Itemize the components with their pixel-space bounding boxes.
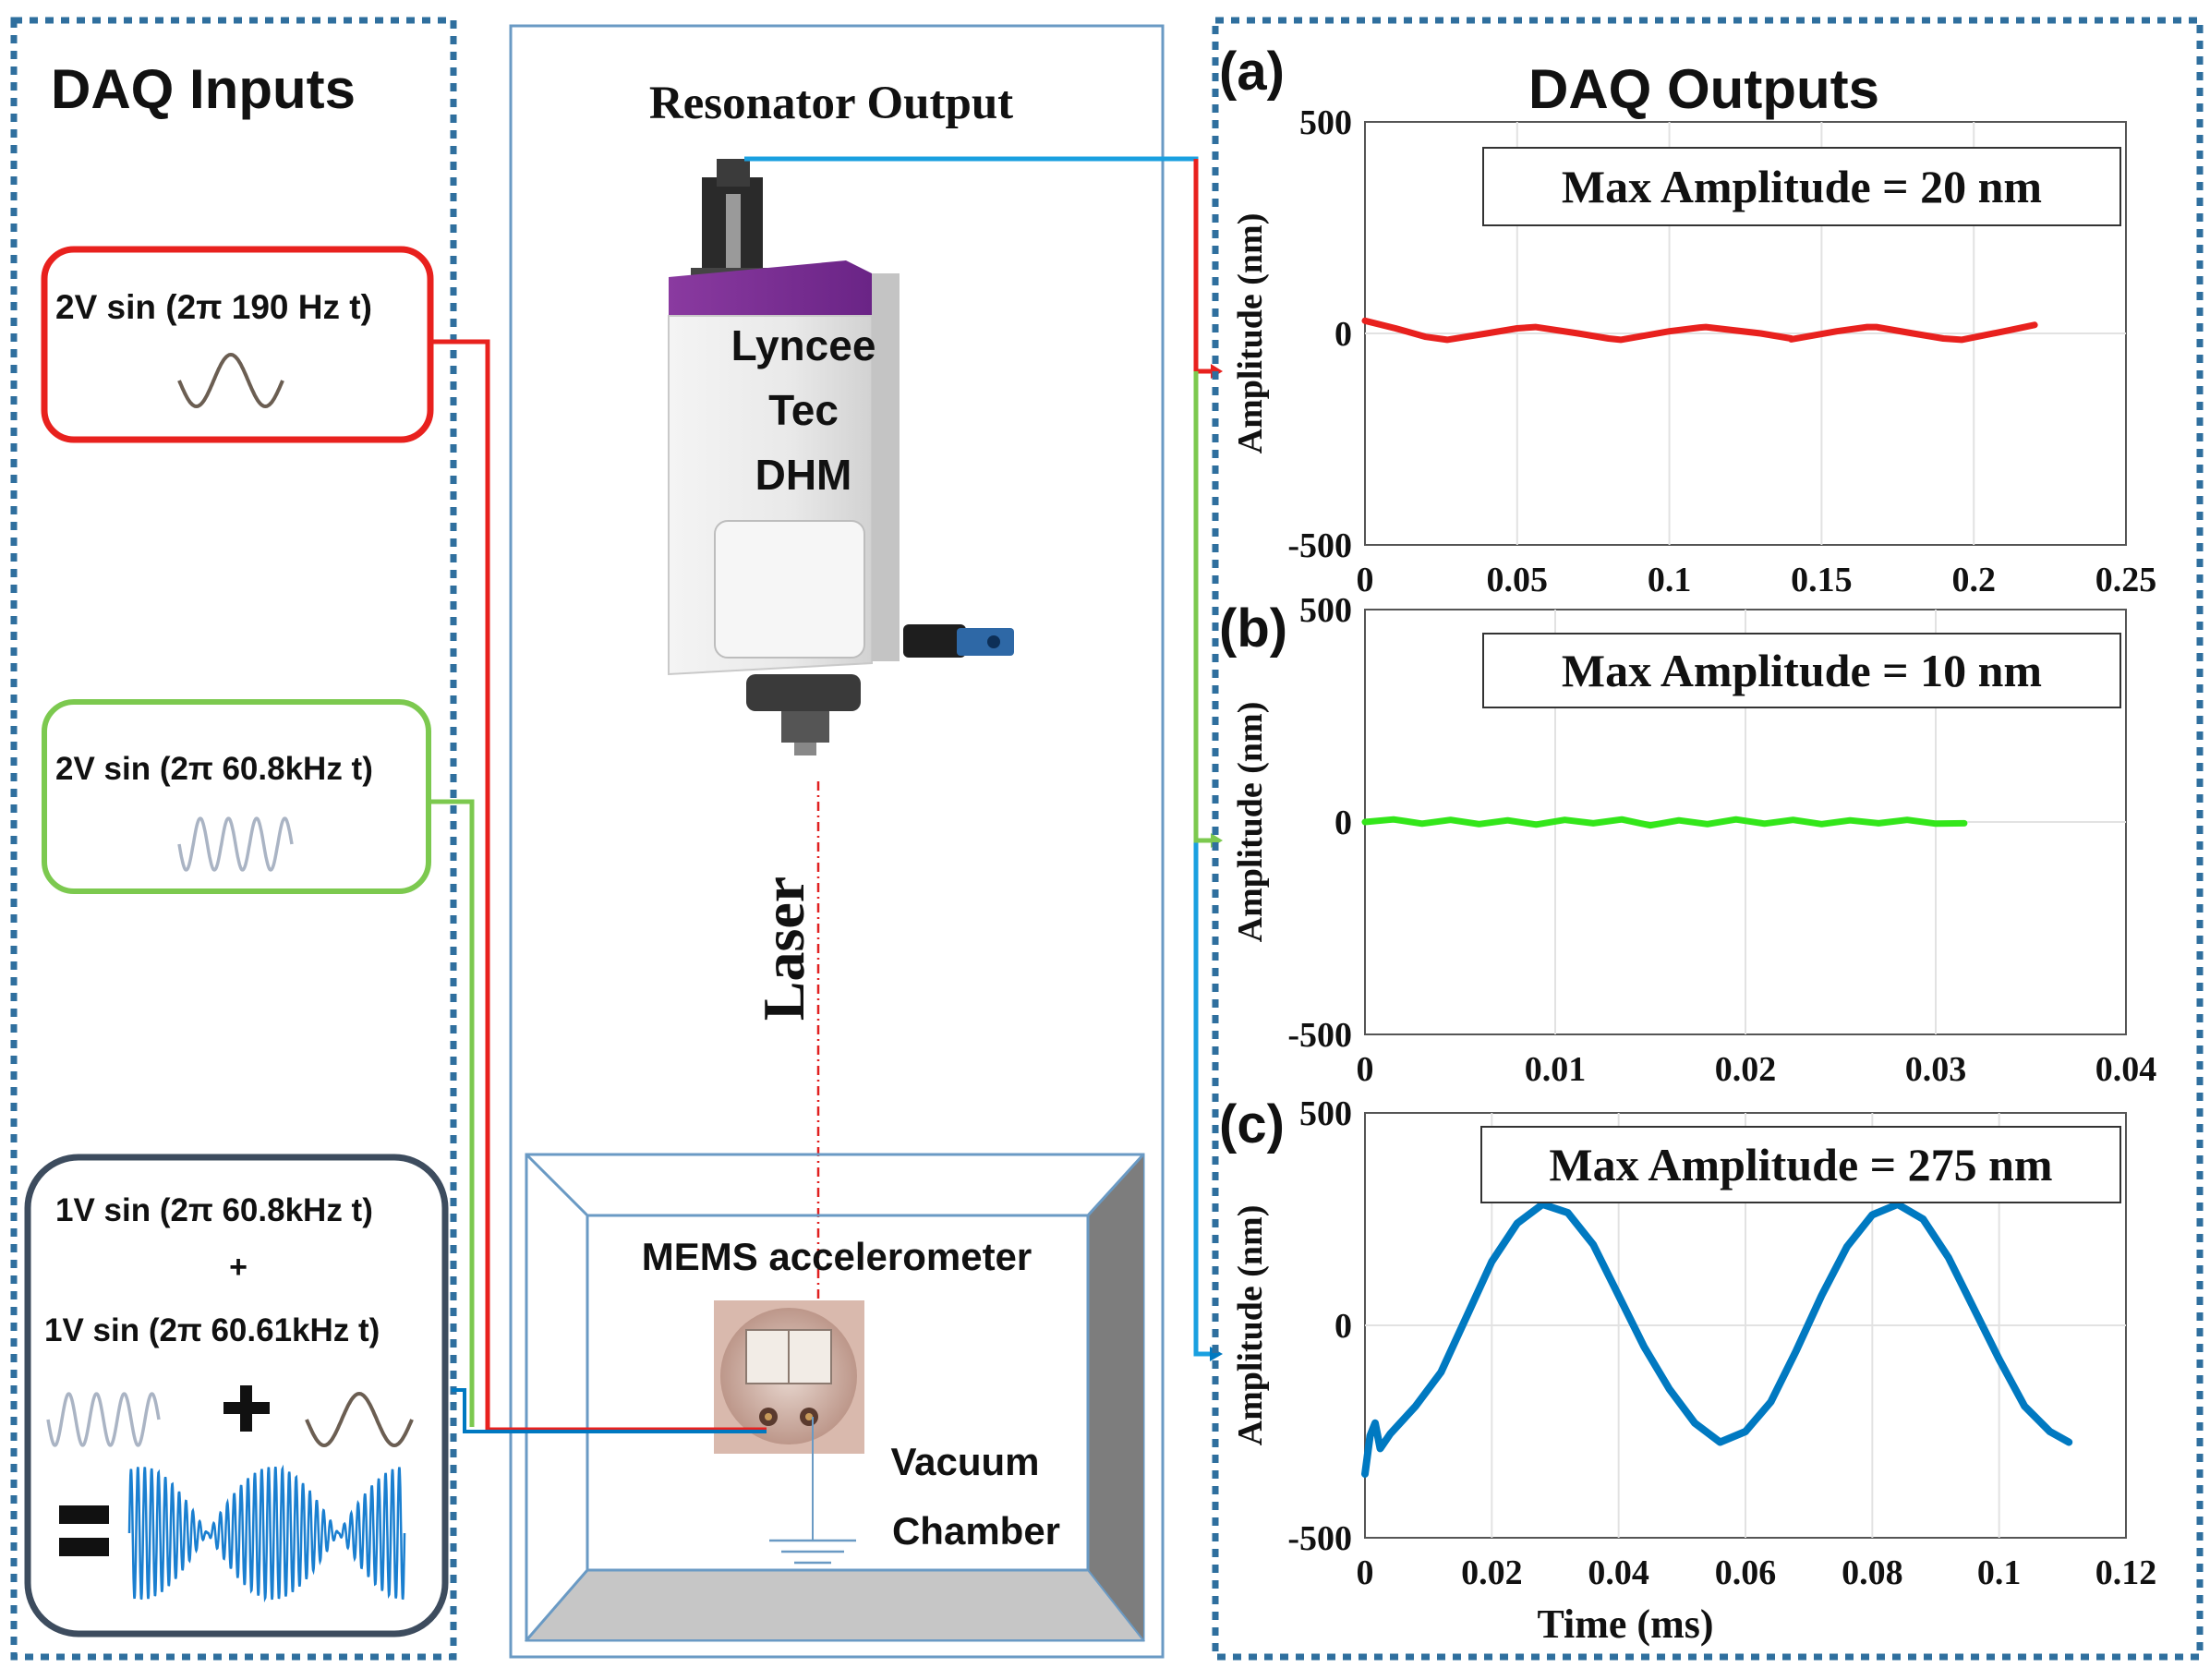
x-tick-label: 0.12 — [2095, 1553, 2157, 1592]
y-tick-label: 500 — [1299, 1094, 1352, 1133]
y-tick-label: -500 — [1287, 1519, 1352, 1558]
chamber-floor — [524, 1569, 1146, 1641]
panel-label: (a) — [1219, 42, 1285, 102]
device-label-line-3: DHM — [755, 451, 852, 499]
y-tick-label: -500 — [1287, 1016, 1352, 1055]
sine-wave-icon — [177, 352, 284, 409]
sine-wave-icon — [46, 1392, 161, 1447]
x-tick-label: 0.04 — [1588, 1553, 1649, 1592]
center-panel-border — [509, 24, 1165, 1659]
wire-blue-in — [452, 1388, 767, 1433]
inputs-panel-border — [10, 17, 457, 1661]
annotation-box — [1480, 1126, 2121, 1203]
input-signal-a: 2V sin (2π 190 Hz t) — [41, 246, 434, 443]
x-tick-label: 0.03 — [1905, 1050, 1967, 1089]
x-tick-label: 0.08 — [1842, 1553, 1903, 1592]
x-tick-label: 0.1 — [1977, 1553, 2022, 1592]
x-axis-label: Time (ms) — [1537, 1601, 1713, 1647]
annotation-box — [1482, 633, 2121, 708]
inputs-panel: DAQ Inputs 2V sin (2π 190 Hz t) 2V sin (… — [10, 17, 457, 1661]
ground-icon — [769, 1417, 856, 1565]
x-tick-label: 0 — [1357, 1050, 1374, 1089]
y-axis-label: Amplitude (nm) — [1231, 213, 1270, 454]
input-signal-c: 1V sin (2π 60.8kHz t) + 1V sin (2π 60.61… — [24, 1154, 449, 1638]
y-tick-label: -500 — [1287, 526, 1352, 565]
y-tick-label: 0 — [1334, 1307, 1352, 1346]
series-line — [1361, 816, 1968, 829]
input-signal-c-plus: + — [229, 1250, 248, 1285]
vacuum-chamber: MEMS accelerometer Vacuum Chamber — [524, 1153, 1146, 1642]
panel-label: (c) — [1219, 1094, 1285, 1154]
max-amplitude-annotation: Max Amplitude = 10 nm — [1562, 645, 2042, 696]
x-tick-label: 0.1 — [1648, 561, 1692, 599]
series-line — [1361, 317, 2038, 344]
x-tick-label: 0.06 — [1715, 1553, 1777, 1592]
x-tick-label: 0.02 — [1715, 1050, 1777, 1089]
series-line — [1361, 1200, 2073, 1478]
y-tick-label: 500 — [1299, 591, 1352, 630]
x-tick-label: 0.15 — [1791, 561, 1853, 599]
input-signal-c-label-2: 1V sin (2π 60.61kHz t) — [44, 1312, 380, 1348]
chamber-right-wall — [1088, 1154, 1143, 1640]
device-label-line-1: Lyncee — [731, 321, 876, 369]
sine-wave-icon — [177, 816, 294, 872]
wire-green — [430, 799, 475, 1427]
input-signal-c-label-1: 1V sin (2π 60.8kHz t) — [55, 1192, 373, 1228]
input-signal-c-box — [24, 1154, 449, 1638]
input-signal-a-box — [41, 246, 434, 443]
y-tick-label: 0 — [1334, 315, 1352, 354]
panel-label: (b) — [1219, 598, 1287, 659]
wire-red-out — [1193, 159, 1211, 374]
inputs-title: DAQ Inputs — [51, 58, 356, 120]
y-tick-label: 500 — [1299, 103, 1352, 142]
connection-wires — [430, 156, 1223, 1433]
x-tick-label: 0.2 — [1951, 561, 1996, 599]
input-signal-a-label: 2V sin (2π 190 Hz t) — [55, 288, 372, 326]
device-label-line-2: Tec — [768, 386, 839, 434]
max-amplitude-annotation: Max Amplitude = 275 nm — [1549, 1139, 2052, 1191]
wire-green-out — [1193, 371, 1211, 843]
center-panel: Resonator Output Lyncee Tec DHM Laser — [509, 24, 1165, 1659]
x-tick-label: 0.25 — [2095, 561, 2157, 599]
center-title: Resonator Output — [649, 78, 1013, 129]
chamber-label-line-1: Vacuum — [890, 1440, 1039, 1483]
input-signal-b: 2V sin (2π 60.8kHz t) — [42, 699, 431, 894]
x-tick-label: 0 — [1357, 1553, 1374, 1592]
x-tick-label: 0.02 — [1461, 1553, 1523, 1592]
annotation-box — [1482, 147, 2121, 226]
chamber-inner — [586, 1214, 1090, 1572]
equals-icon — [59, 1505, 109, 1556]
x-tick-label: 0.04 — [2095, 1050, 2157, 1089]
outputs-panel-border — [1212, 17, 2204, 1661]
y-tick-label: 0 — [1334, 804, 1352, 842]
sine-wave-icon — [305, 1391, 414, 1448]
plus-icon — [223, 1385, 270, 1432]
x-tick-label: 0 — [1357, 561, 1374, 599]
mems-label: MEMS accelerometer — [642, 1235, 1033, 1278]
y-axis-label: Amplitude (nm) — [1231, 702, 1270, 943]
x-tick-label: 0.01 — [1525, 1050, 1587, 1089]
beat-wave-icon — [127, 1464, 406, 1603]
max-amplitude-annotation: Max Amplitude = 20 nm — [1562, 161, 2042, 212]
input-signal-b-label: 2V sin (2π 60.8kHz t) — [55, 751, 373, 787]
outputs-title: DAQ Outputs — [1528, 58, 1879, 120]
chamber-label-line-2: Chamber — [892, 1509, 1060, 1553]
dhm-microscope-icon: Lyncee Tec DHM — [668, 159, 1014, 755]
input-signal-b-box — [42, 699, 431, 894]
y-axis-label: Amplitude (nm) — [1231, 1205, 1270, 1446]
x-tick-label: 0.05 — [1487, 561, 1549, 599]
laser-label: Laser — [751, 876, 816, 1021]
